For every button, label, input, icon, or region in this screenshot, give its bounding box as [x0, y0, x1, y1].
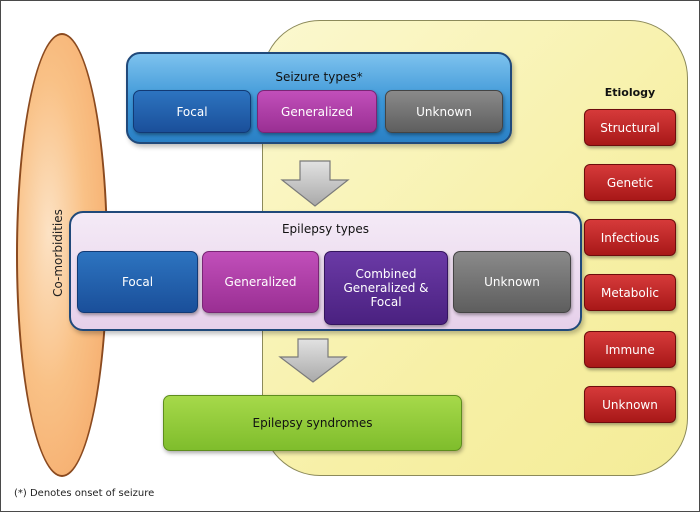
epilepsy-types-group: Epilepsy types Focal Generalized Combine…: [69, 211, 582, 331]
epilepsy-type-generalized: Generalized: [202, 251, 319, 313]
seizure-type-unknown: Unknown: [385, 90, 503, 133]
footnote: (*) Denotes onset of seizure: [14, 488, 155, 499]
seizure-type-generalized: Generalized: [257, 90, 377, 133]
seizure-types-title: Seizure types*: [275, 70, 363, 84]
etiology-unknown: Unknown: [584, 386, 676, 423]
seizure-types-group: Seizure types* Focal Generalized Unknown: [126, 52, 512, 144]
comorbidities-label: Co-morbidities: [51, 209, 65, 297]
epilepsy-types-title: Epilepsy types: [281, 222, 370, 236]
etiology-structural: Structural: [584, 109, 676, 146]
seizure-type-focal: Focal: [133, 90, 251, 133]
epilepsy-type-unknown: Unknown: [453, 251, 571, 313]
down-arrow-icon: [278, 338, 348, 383]
epilepsy-type-focal: Focal: [77, 251, 198, 313]
down-arrow-icon: [280, 160, 350, 207]
epilepsy-syndromes-box: Epilepsy syndromes: [163, 395, 462, 451]
etiology-genetic: Genetic: [584, 164, 676, 201]
etiology-infectious: Infectious: [584, 219, 676, 256]
etiology-immune: Immune: [584, 331, 676, 368]
etiology-title: Etiology: [604, 86, 656, 99]
epilepsy-type-combined: Combined Generalized & Focal: [324, 251, 448, 325]
etiology-metabolic: Metabolic: [584, 274, 676, 311]
